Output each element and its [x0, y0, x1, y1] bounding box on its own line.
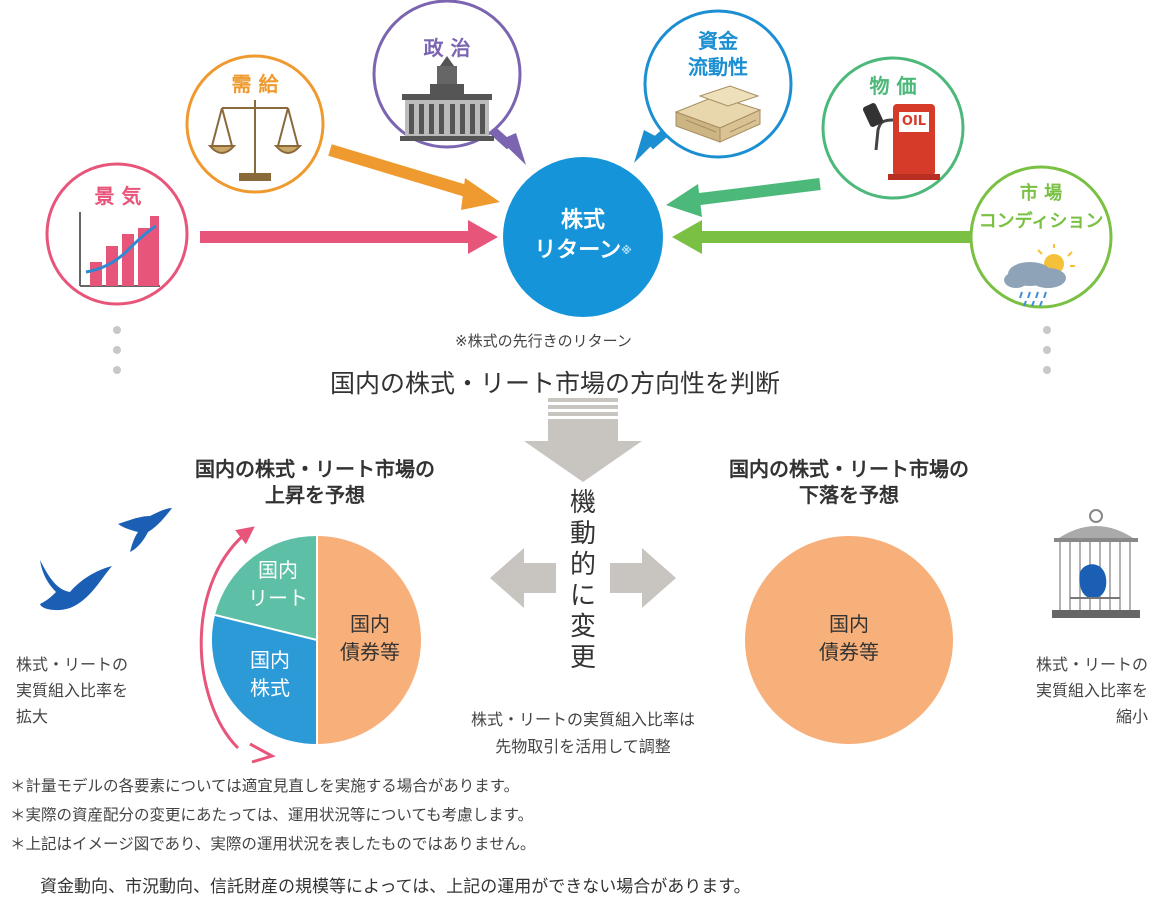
- down-arrow: [524, 398, 642, 482]
- adjust-note-line-2: 先物取引を活用して調整: [495, 737, 671, 756]
- pie-label-reit: 国内 リート: [238, 556, 318, 612]
- pie-label-stocks: 国内 株式: [230, 646, 310, 702]
- fall-heading-line-2: 下落を予想: [799, 483, 899, 507]
- arrow-jukyu: [328, 144, 500, 210]
- factor-label-bukka: 物 価: [869, 74, 917, 98]
- birdcage-icon: [1052, 509, 1140, 618]
- pie-label-bonds-right: 国内 債券等: [799, 610, 899, 666]
- arrow-keiki: [200, 220, 498, 254]
- disclaimer: 資金動向、市況動向、信託財産の規模等によっては、上記の運用ができない場合がありま…: [40, 877, 751, 897]
- rise-note-line-3: 拡大: [16, 707, 49, 726]
- weather-icon: [1004, 244, 1075, 307]
- pie-slice-reit: [215, 535, 317, 640]
- pie-fall: [745, 536, 953, 744]
- fuel-pump-icon: [862, 103, 940, 180]
- bird-small-icon: [118, 508, 172, 552]
- adjust-note: 株式・リートの実質組入比率は 先物取引を活用して調整: [428, 706, 738, 760]
- left-arrow: [490, 548, 556, 608]
- pie-label-reit-1: 国内: [258, 558, 298, 582]
- pie-label-bonds-right-1: 国内: [829, 612, 869, 636]
- center-line-1: 株式: [560, 208, 605, 233]
- judgment-title: 国内の株式・リート市場の方向性を判断: [330, 369, 781, 398]
- bird-large-icon: [40, 560, 112, 611]
- factor-label-seiji: 政 治: [423, 36, 471, 60]
- fall-heading-line-1: 国内の株式・リート市場の: [729, 457, 969, 481]
- rise-note-line-1: 株式・リートの: [16, 655, 129, 674]
- factor-circle-shijo: [969, 165, 1113, 309]
- footnote-1: ＊計量モデルの各要素については適宜見直しを実施する場合があります。: [10, 777, 520, 795]
- vertical-char: 的: [569, 550, 596, 580]
- footnote-2: ＊実際の資産配分の変更にあたっては、運用状況等についても考慮します。: [10, 806, 534, 824]
- rise-heading: 国内の株式・リート市場の 上昇を予想: [150, 456, 480, 508]
- factor-label-keiki: 景 気: [94, 184, 142, 208]
- pie-label-bonds-right-2: 債券等: [819, 640, 879, 664]
- arrow-shikin: [634, 128, 669, 163]
- factor-label-shijo: 市 場 コンディション: [978, 183, 1104, 232]
- center-mark: ※: [621, 244, 632, 257]
- dynamic-change-vertical: 機 動 的 に 変 更: [568, 488, 598, 674]
- continuation-dots-right: [1043, 326, 1051, 374]
- parliament-icon: [400, 56, 494, 141]
- footnote-3: ＊上記はイメージ図であり、実際の運用状況を表したものではありません。: [10, 835, 536, 853]
- pie-rise: [211, 535, 421, 745]
- rise-heading-line-1: 国内の株式・リート市場の: [195, 457, 435, 481]
- vertical-char: 変: [569, 612, 596, 642]
- right-arrow: [610, 548, 676, 608]
- rise-side-note: 株式・リートの 実質組入比率を 拡大: [16, 652, 128, 730]
- factor-label-shikin: 資金 流動性: [688, 29, 748, 79]
- chart-icon: [79, 212, 160, 287]
- center-footnote: ※株式の先行きのリターン: [455, 332, 632, 350]
- continuation-dots-left: [113, 326, 121, 374]
- pie-label-bonds-left: 国内 債券等: [330, 610, 410, 666]
- fall-note-line-2: 実質組入比率を: [1035, 681, 1148, 700]
- pie-label-stocks-2: 株式: [250, 676, 290, 700]
- center-line-2: リターン※: [503, 236, 663, 266]
- pie-label-reit-2: リート: [248, 586, 308, 610]
- adjust-note-line-1: 株式・リートの実質組入比率は: [470, 710, 695, 729]
- pie-slice-stocks: [211, 615, 317, 745]
- arrow-shijo: [672, 220, 970, 254]
- vertical-char: 機: [569, 488, 596, 518]
- vertical-char: 動: [569, 519, 596, 549]
- increase-curve-arrow: [199, 526, 276, 764]
- center-title: 株式 リターン※: [503, 206, 663, 266]
- arrow-bukka: [666, 178, 821, 217]
- vertical-char: に: [569, 581, 596, 611]
- pie-slice-bonds: [317, 536, 421, 744]
- pie-label-bonds-left-2: 債券等: [340, 640, 400, 664]
- arrow-seiji: [486, 124, 526, 165]
- center-line-2-text: リターン: [534, 238, 622, 263]
- fall-side-note: 株式・リートの 実質組入比率を 縮小: [1002, 652, 1148, 730]
- money-stack-icon: [674, 85, 762, 143]
- rise-heading-line-2: 上昇を予想: [265, 483, 365, 507]
- pie-label-stocks-1: 国内: [250, 648, 290, 672]
- fall-heading: 国内の株式・リート市場の 下落を予想: [684, 456, 1014, 508]
- pie-label-bonds-left-1: 国内: [350, 612, 390, 636]
- oil-label: OIL: [901, 114, 927, 129]
- rise-note-line-2: 実質組入比率を: [16, 681, 129, 700]
- scale-icon: [207, 100, 303, 181]
- factor-label-jukyu: 需 給: [231, 72, 279, 96]
- fall-note-line-1: 株式・リートの: [1035, 655, 1148, 674]
- center-circle: [503, 157, 663, 317]
- vertical-char: 更: [569, 643, 596, 673]
- fall-note-line-3: 縮小: [1115, 707, 1148, 726]
